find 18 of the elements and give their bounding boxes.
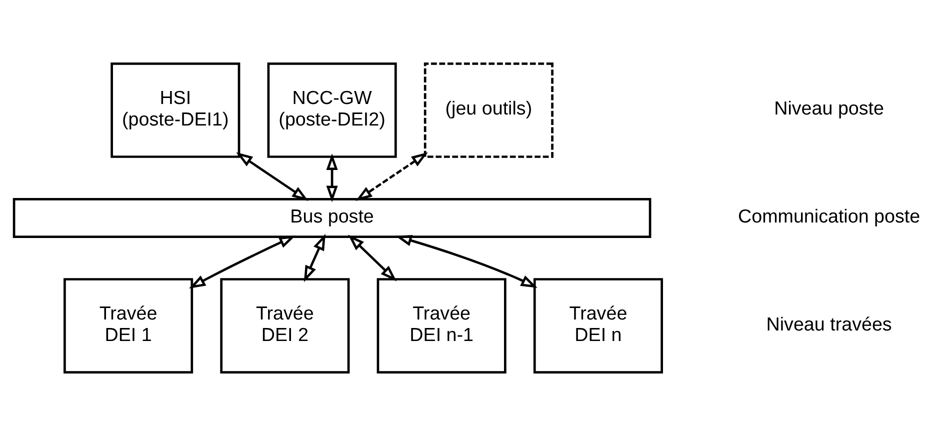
arrow	[326, 152, 338, 202]
node-box: Travée DEI n-1	[376, 278, 506, 373]
label: Niveau travées	[766, 312, 892, 334]
arrow	[236, 152, 308, 200]
node-box: (jeu outils)	[424, 62, 554, 158]
arrow	[356, 152, 428, 200]
node-box: Travée DEI n	[533, 278, 663, 373]
node-box: Travée DEI 2	[220, 278, 350, 373]
label: Niveau poste	[774, 97, 884, 118]
node-box: Travée DEI 1	[64, 278, 194, 373]
arrow	[188, 235, 296, 288]
label: Communication poste	[738, 204, 920, 226]
arrow	[395, 234, 538, 288]
node-box: HSI (poste-DEI1)	[110, 62, 240, 158]
node-box: Bus poste	[12, 197, 652, 238]
node-box: NCC-GW (poste-DEI2)	[267, 62, 397, 158]
arrow	[348, 234, 397, 281]
arrow	[304, 233, 326, 282]
